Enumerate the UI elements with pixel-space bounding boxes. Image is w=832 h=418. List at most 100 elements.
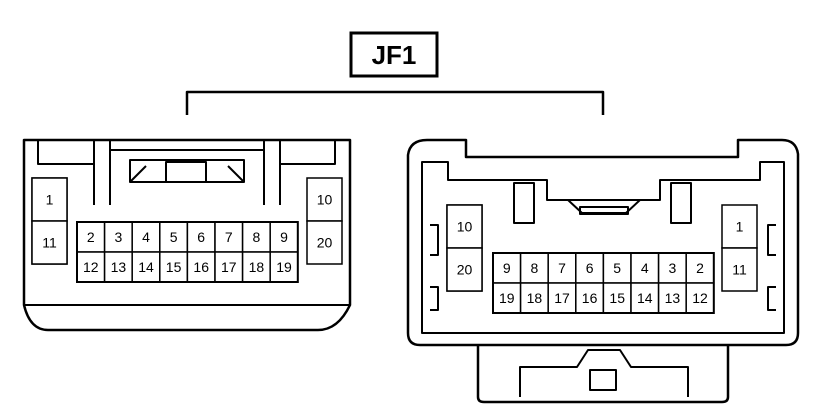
right-connector-main-grid-frame	[492, 252, 715, 314]
left-connector-pin: 5	[159, 221, 189, 253]
left-connector-pin: 19	[269, 251, 299, 283]
left-connector-pin-label: 15	[166, 259, 182, 275]
right-connector-pin: 4	[630, 252, 660, 284]
right-connector-lock	[567, 199, 641, 215]
right-connector-pin-label: 19	[499, 290, 515, 306]
left-connector-pin: 1	[31, 177, 68, 222]
left-connector-pin: 2	[76, 221, 106, 253]
right-connector-housing	[406, 138, 800, 347]
right-connector-pin: 12	[685, 282, 715, 314]
left-connector-pin: 6	[186, 221, 216, 253]
left-connector-pin-label: 3	[115, 229, 123, 245]
right-connector-pin: 15	[602, 282, 632, 314]
left-connector-pin-label: 18	[249, 259, 265, 275]
left-connector-pin: 12	[76, 251, 106, 283]
left-connector-pin: 13	[103, 251, 133, 283]
right-connector-bottom-tab	[476, 345, 730, 404]
left-connector-pin-label: 11	[42, 235, 57, 251]
right-connector-pin-label: 20	[457, 262, 473, 278]
left-connector-pin-label: 8	[253, 229, 261, 245]
left-connector-housing	[22, 138, 352, 332]
right-connector-pin-label: 8	[531, 260, 539, 276]
left-connector-pin: 3	[103, 221, 133, 253]
right-connector-side-notches	[430, 224, 776, 311]
right-connector-pin-label: 13	[665, 290, 681, 306]
right-connector-pin-label: 18	[527, 290, 543, 306]
right-connector-pin: 14	[630, 282, 660, 314]
left-connector-pin-label: 10	[317, 192, 333, 208]
left-connector-pin-label: 13	[111, 259, 127, 275]
right-connector-pin: 8	[519, 252, 549, 284]
left-connector-pin-label: 14	[138, 259, 154, 275]
left-connector-pin: 11	[31, 220, 68, 265]
left-connector-pin: 8	[241, 221, 271, 253]
left-connector-pin: 15	[159, 251, 189, 283]
right-connector-pin: 6	[575, 252, 605, 284]
left-connector-pin-label: 5	[170, 229, 178, 245]
right-connector-rib-left	[513, 182, 535, 224]
right-connector-pin-label: 12	[692, 290, 708, 306]
left-connector-pin: 4	[131, 221, 161, 253]
right-connector-inner-outline	[421, 161, 785, 334]
right-connector-pin: 17	[547, 282, 577, 314]
left-connector-pin-label: 19	[276, 259, 292, 275]
right-connector-pin: 2	[685, 252, 715, 284]
left-connector-pin: 7	[214, 221, 244, 253]
right-connector-pin-label: 15	[609, 290, 625, 306]
right-connector-pin-label: 1	[736, 219, 744, 235]
left-connector-pin-label: 1	[46, 192, 54, 208]
right-connector-pin-label: 7	[558, 260, 566, 276]
right-connector-pin: 5	[602, 252, 632, 284]
left-connector-latch	[93, 140, 281, 205]
right-connector-pin-label: 9	[503, 260, 511, 276]
right-connector-pin-label: 10	[457, 219, 473, 235]
right-connector-pin-label: 11	[732, 262, 747, 278]
right-connector-pin: 9	[492, 252, 522, 284]
left-connector-pin-label: 6	[197, 229, 205, 245]
left-connector-pin-label: 17	[221, 259, 237, 275]
right-connector-pin: 11	[721, 247, 758, 292]
right-connector-pin-label: 3	[669, 260, 677, 276]
right-connector-pin-label: 14	[637, 290, 653, 306]
connector-title: JF1	[349, 31, 439, 78]
right-connector-pin: 20	[446, 247, 483, 292]
left-connector-pin-label: 4	[142, 229, 150, 245]
connector-title-text: JF1	[372, 40, 417, 70]
right-connector-bottom-key	[519, 349, 689, 397]
right-connector-pin-label: 4	[641, 260, 649, 276]
right-connector-pin: 16	[575, 282, 605, 314]
right-connector-pin-label: 16	[582, 290, 598, 306]
right-connector-pin: 1	[721, 204, 758, 249]
left-connector-pin: 18	[241, 251, 271, 283]
right-connector-pin: 18	[519, 282, 549, 314]
right-connector-pin-label: 2	[696, 260, 704, 276]
left-connector-pin-label: 12	[83, 259, 99, 275]
left-connector-pin: 17	[214, 251, 244, 283]
right-connector-pin: 19	[492, 282, 522, 314]
right-connector-rib-right	[670, 182, 692, 224]
right-connector-pin-label: 6	[586, 260, 594, 276]
left-connector-pin-label: 9	[280, 229, 288, 245]
right-connector-pin: 3	[657, 252, 687, 284]
right-connector-pin: 13	[657, 282, 687, 314]
right-connector-pin-label: 17	[554, 290, 570, 306]
left-connector-pin-label: 2	[87, 229, 95, 245]
left-connector-pin-label: 20	[317, 235, 333, 251]
left-connector-pin: 10	[306, 177, 343, 222]
left-connector-pin: 9	[269, 221, 299, 253]
left-connector-pin: 16	[186, 251, 216, 283]
right-connector-pin: 10	[446, 204, 483, 249]
view-bracket	[185, 90, 605, 115]
left-connector-pin: 20	[306, 220, 343, 265]
left-connector-pin-label: 7	[225, 229, 233, 245]
left-connector-main-grid-frame	[76, 221, 299, 283]
left-connector-pin: 14	[131, 251, 161, 283]
right-connector-pin: 7	[547, 252, 577, 284]
left-connector-pin-label: 16	[193, 259, 209, 275]
right-connector-pin-label: 5	[613, 260, 621, 276]
